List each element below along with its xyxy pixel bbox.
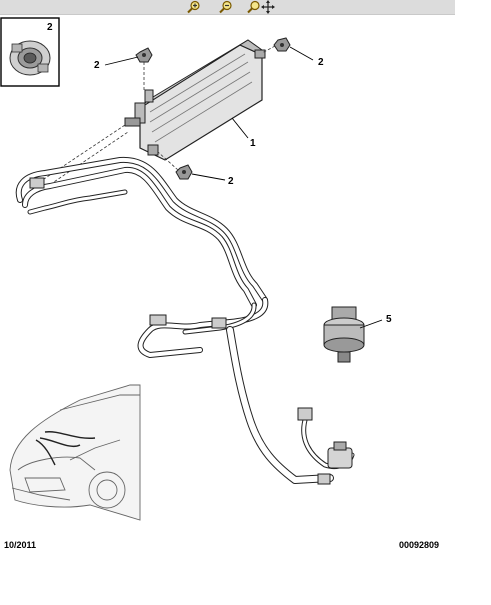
callout-leader (191, 173, 226, 181)
guide-line (261, 45, 276, 54)
hose-connector (317, 473, 331, 485)
purge-valve (323, 306, 365, 363)
footer-date: 10/2011 (4, 540, 37, 550)
guide-line (157, 151, 179, 171)
callout-nut-bottom: 2 (228, 176, 234, 187)
canister (124, 39, 266, 161)
zoom-in-icon[interactable] (186, 0, 202, 14)
toolbar (0, 0, 455, 15)
inset-nut-icon (9, 40, 51, 76)
hose-connector (149, 314, 167, 326)
hose-connector (297, 407, 313, 421)
zoom-pan-icon[interactable] (246, 0, 276, 14)
callout-leader (231, 117, 249, 139)
nut-right (273, 37, 291, 52)
callout-nut-top: 2 (94, 60, 100, 71)
zoom-out-icon[interactable] (218, 0, 234, 14)
hose-connector (211, 317, 227, 329)
nut-bottom (175, 164, 193, 180)
callout-nut-right: 2 (318, 57, 324, 68)
inset-detail: 2 (0, 17, 60, 87)
callout-leader (104, 56, 139, 66)
callout-canister: 1 (250, 138, 256, 149)
hose-connector (29, 177, 45, 189)
car-location-view (9, 384, 141, 521)
inset-label: 2 (47, 22, 53, 33)
footer-reference: 00092809 (399, 540, 440, 550)
callout-leader (359, 319, 383, 329)
exploded-parts-diagram: 2 (0, 17, 392, 521)
callout-leader (289, 46, 314, 61)
guide-line (34, 124, 126, 186)
guide-line (41, 131, 129, 191)
callout-valve: 5 (386, 314, 392, 325)
nut-top (135, 47, 153, 63)
purge-valve-lower (327, 441, 353, 469)
